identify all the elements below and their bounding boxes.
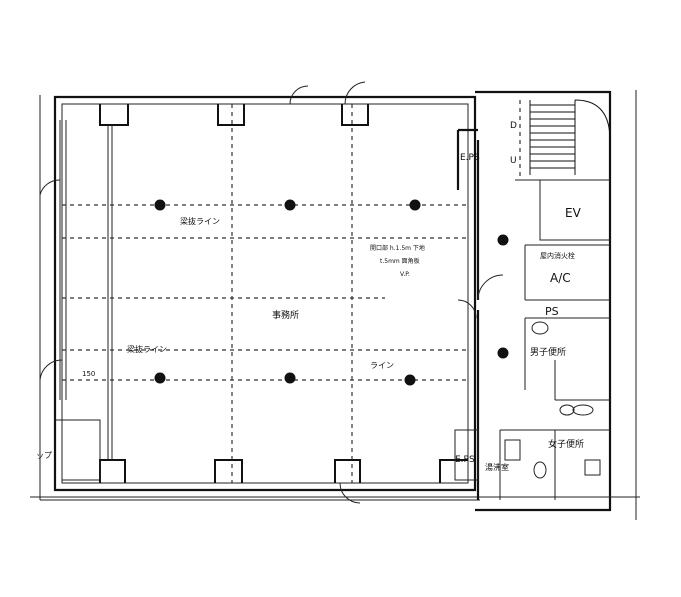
- ps-label: PS: [545, 305, 559, 318]
- note-line-1: 開口部 h.1.5m 下地: [370, 244, 425, 252]
- line-label-top: 梁抜ライン: [180, 216, 220, 226]
- stair: [529, 99, 611, 175]
- kitchenette-label: 湯沸室: [485, 462, 509, 472]
- eps-bottom-label: E.PS: [455, 455, 475, 465]
- hydrant-label: 屋内消火栓: [540, 251, 575, 260]
- dimension-label: 150: [82, 370, 95, 378]
- ladder-label: ップ: [36, 451, 52, 460]
- eps-top-label: E.PS: [460, 153, 480, 163]
- office-label: 事務所: [272, 309, 299, 321]
- light-fixtures: [154, 199, 509, 386]
- dashed-lines: [62, 100, 521, 483]
- ac-label: A/C: [550, 271, 571, 285]
- line-label-left: 梁抜ライン: [127, 344, 167, 354]
- sanitary-fixtures: [504, 321, 601, 479]
- stair-up-label: U: [510, 156, 517, 166]
- mens-wc-label: 男子便所: [530, 346, 566, 358]
- stair-down-label: D: [510, 121, 517, 131]
- ev-label: EV: [565, 206, 582, 220]
- note-line-2: t.5mm 面角板: [380, 257, 420, 265]
- line-label-right: ライン: [370, 361, 394, 370]
- partitions: [55, 120, 610, 500]
- doors: [39, 81, 504, 504]
- womens-wc-label: 女子便所: [548, 438, 584, 450]
- columns: [99, 104, 468, 483]
- note-line-3: V.P.: [400, 271, 410, 278]
- exterior-walls: [30, 90, 640, 520]
